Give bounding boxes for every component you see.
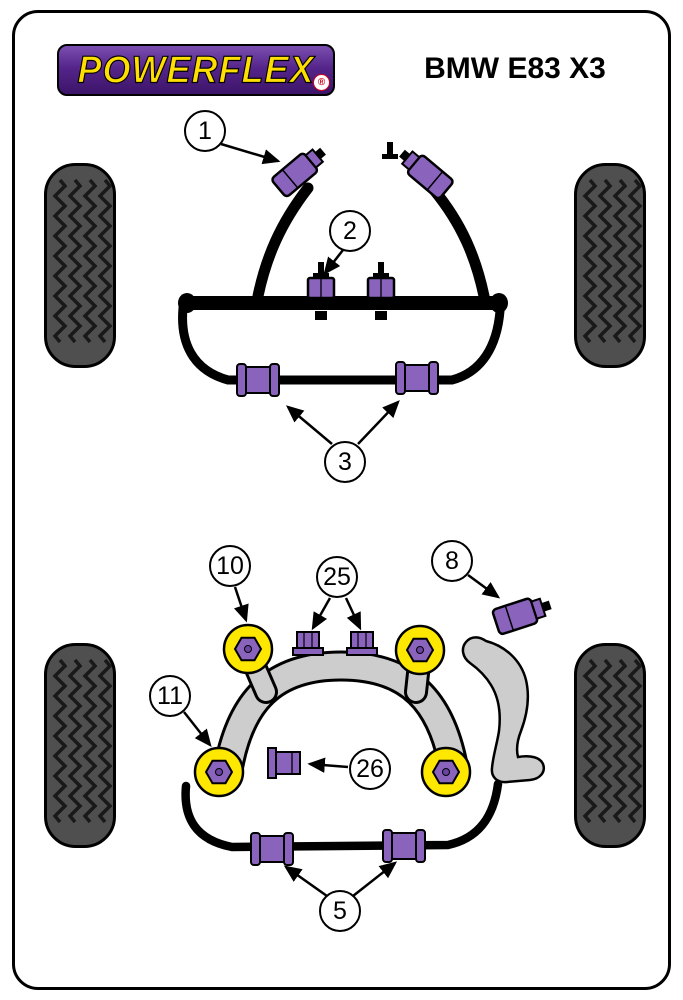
callout-5-label: 5	[333, 896, 347, 925]
callout-8: 8	[431, 540, 473, 582]
callout-5: 5	[319, 890, 361, 932]
callout-25: 25	[316, 556, 358, 598]
callout-10-label: 10	[216, 551, 244, 580]
tire-rear-right-icon	[574, 643, 646, 848]
callout-26: 26	[349, 748, 391, 790]
callout-11: 11	[149, 675, 191, 717]
callout-10: 10	[209, 545, 251, 587]
callout-25-label: 25	[323, 562, 351, 591]
callout-26-label: 26	[356, 754, 384, 783]
callout-2: 2	[329, 210, 371, 252]
callout-1: 1	[184, 110, 226, 152]
page-title: BMW E83 X3	[424, 52, 606, 85]
callout-3-label: 3	[338, 447, 352, 476]
tire-rear-left-icon	[44, 643, 116, 848]
callout-2-label: 2	[343, 216, 357, 245]
tire-front-left-icon	[44, 163, 116, 368]
callout-11-label: 11	[157, 681, 183, 710]
powerflex-logo: POWERFLEX ®	[57, 44, 335, 96]
tire-front-right-icon	[574, 163, 646, 368]
callout-8-label: 8	[445, 546, 459, 575]
callout-3: 3	[324, 441, 366, 483]
powerflex-logo-text: POWERFLEX	[77, 47, 315, 91]
registered-trademark-icon: ®	[313, 74, 330, 91]
callout-1-label: 1	[198, 116, 212, 145]
diagram-border	[12, 10, 671, 990]
